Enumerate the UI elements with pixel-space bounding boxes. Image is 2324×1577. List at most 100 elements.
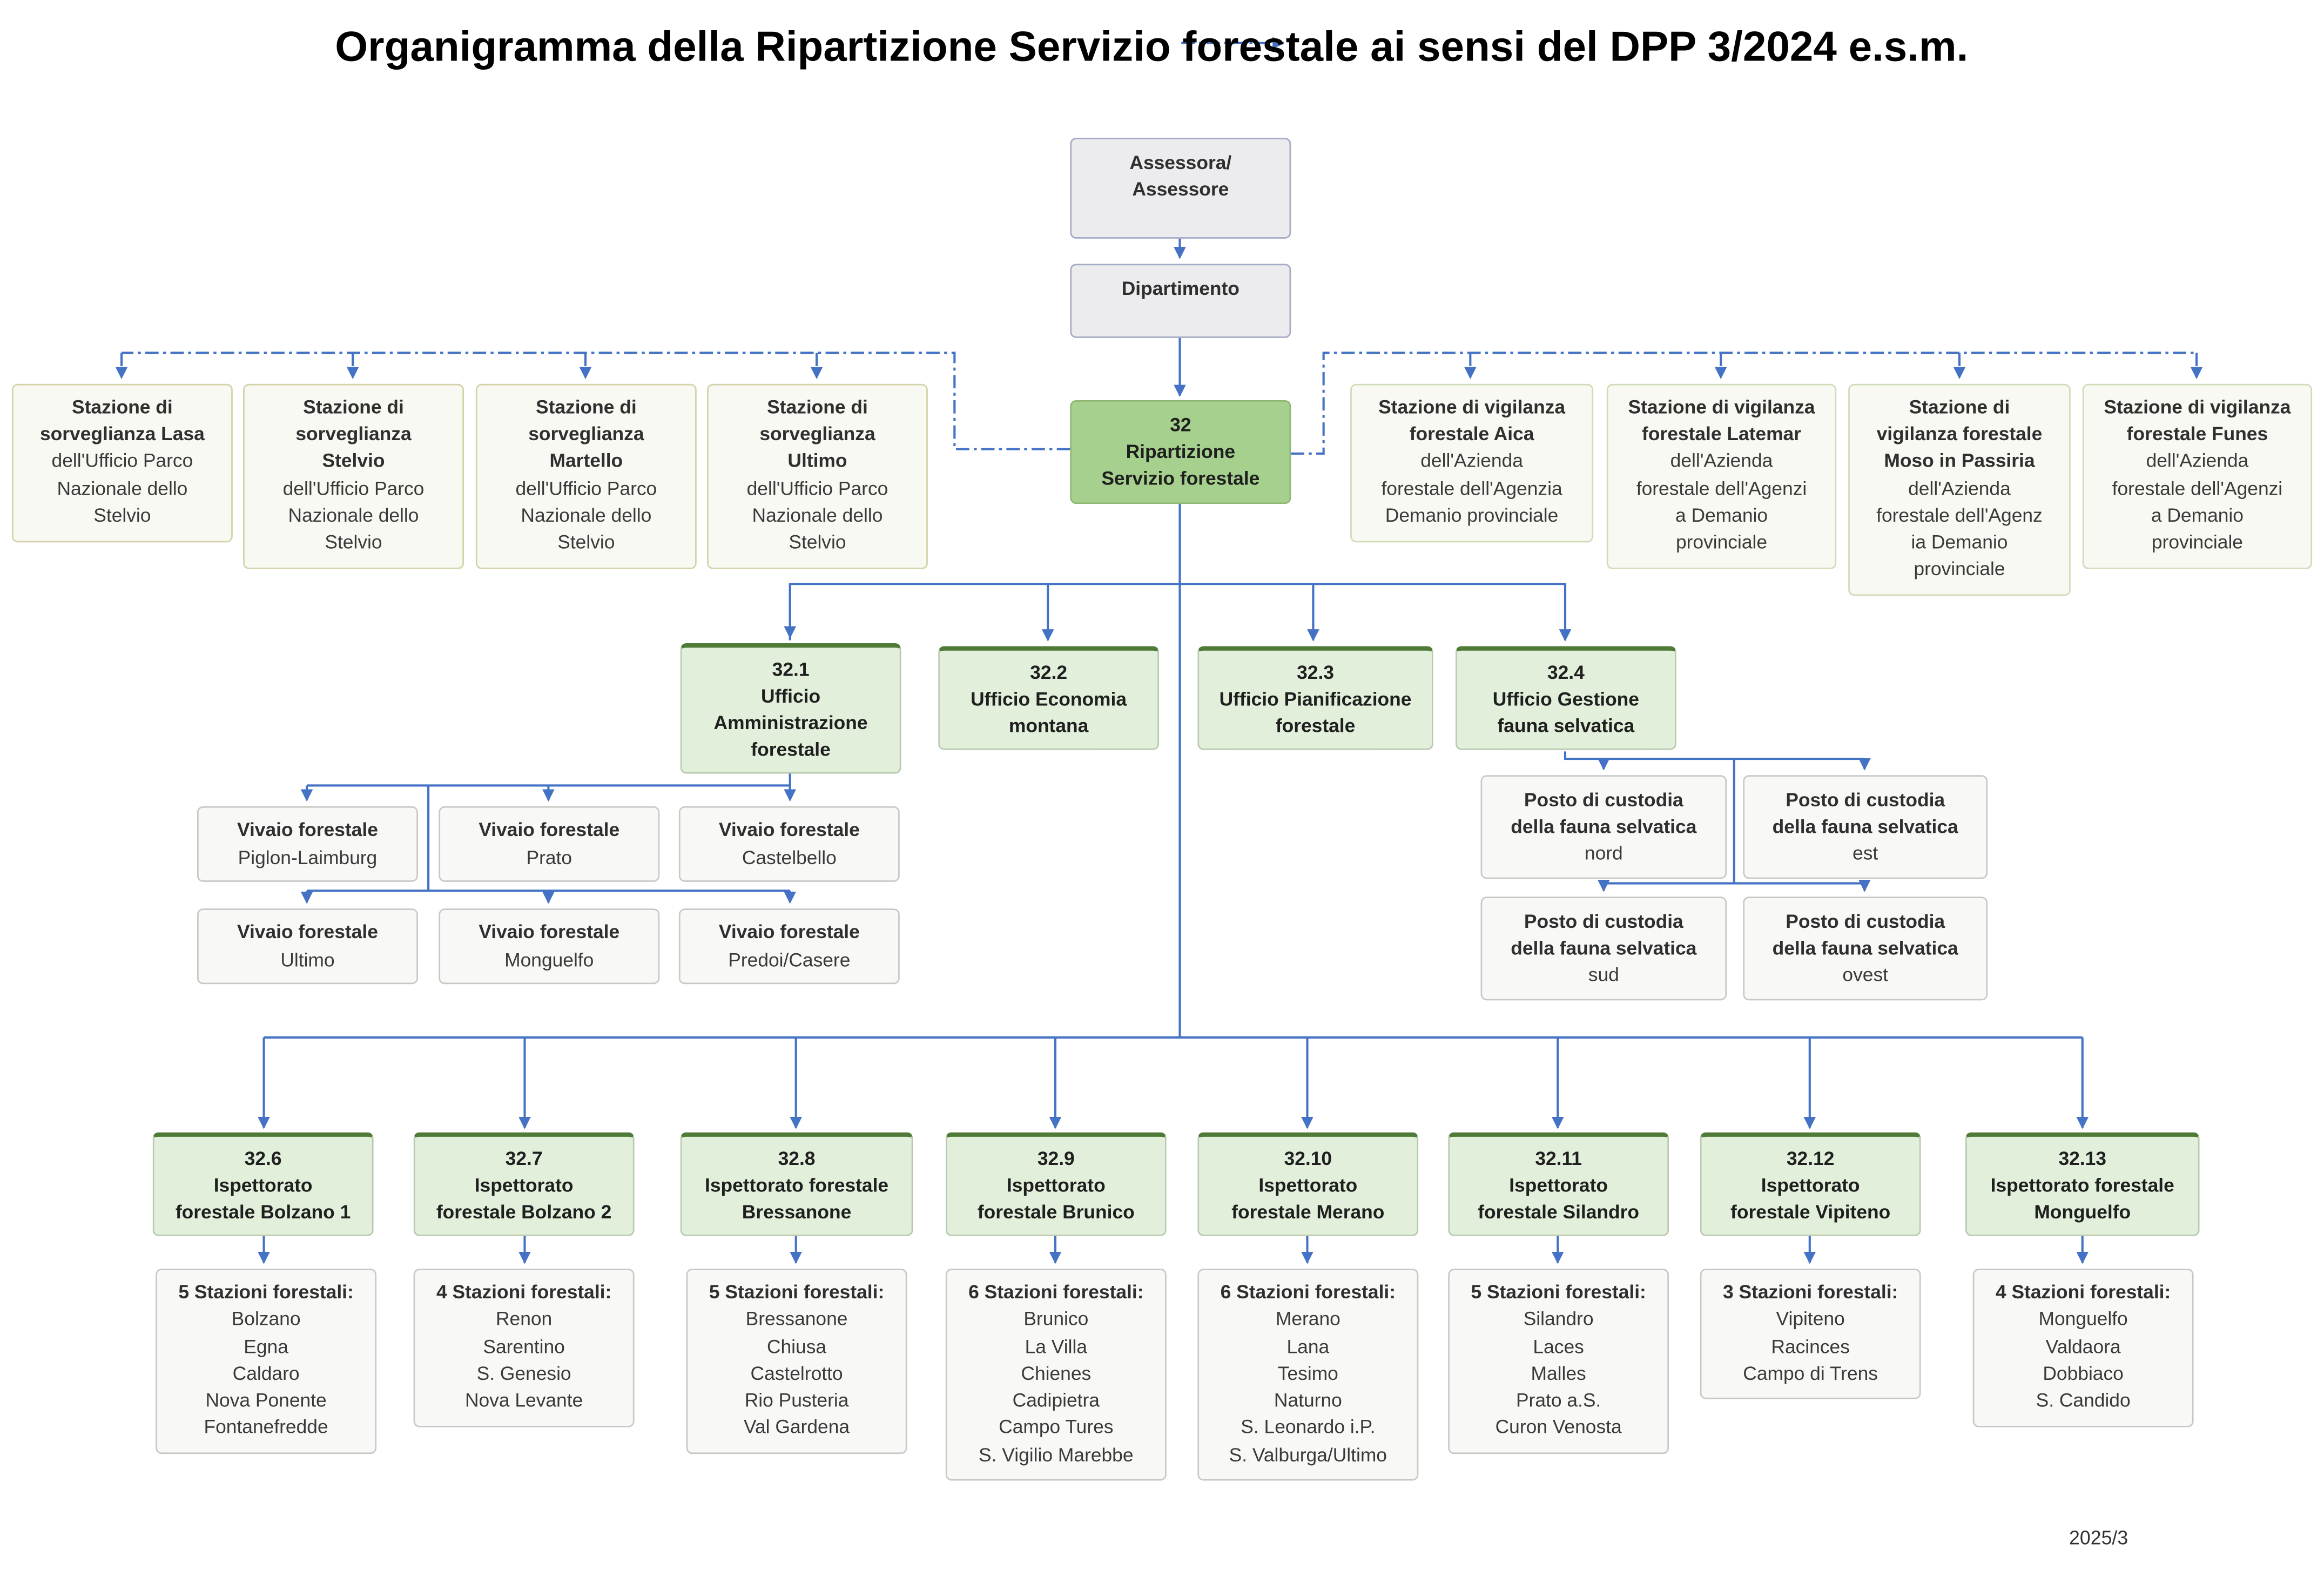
station-text: a Demanio — [1675, 503, 1768, 526]
nursery-place: Piglon-Laimburg — [238, 845, 378, 868]
stations-list-silandro: 5 Stazioni forestali: Silandro Laces Mal… — [1448, 1269, 1669, 1454]
station-text: ia Demanio — [1911, 530, 2008, 553]
station-name: Chienes — [1021, 1362, 1092, 1384]
station-name: La Villa — [1025, 1335, 1087, 1357]
station-text: dell'Ufficio Parco — [282, 476, 425, 499]
nursery-place: Predoi/Casere — [728, 947, 851, 971]
station-text: dell'Ufficio Parco — [51, 449, 193, 472]
nursery-label: Vivaio forestale — [237, 818, 378, 841]
nursery-prato: Vivaio forestale Prato — [439, 806, 660, 882]
office-line: Amministrazione — [713, 711, 868, 734]
station-name: Val Gardena — [744, 1416, 850, 1439]
nursery-label: Vivaio forestale — [718, 921, 860, 943]
inspectorate-32-8: 32.8 Ispettorato forestale Bressanone — [680, 1132, 913, 1236]
station-name: S. Genesio — [476, 1362, 571, 1384]
inspectorate-32-7: 32.7 Ispettorato forestale Bolzano 2 — [413, 1132, 635, 1236]
inspectorate-32-11: 32.11 Ispettorato forestale Silandro — [1448, 1132, 1669, 1236]
inspectorate-32-13: 32.13 Ispettorato forestale Monguelfo — [1965, 1132, 2200, 1236]
inspectorate-station-connectors — [258, 1236, 2089, 1264]
post-label: Posto di custodia — [1524, 909, 1683, 932]
station-name: Campo di Trens — [1743, 1362, 1878, 1384]
post-label: Posto di custodia — [1786, 909, 1945, 932]
dashed-connector-agency-stations — [1291, 352, 2203, 455]
station-text: provinciale — [2151, 530, 2243, 553]
nursery-place: Ultimo — [280, 947, 335, 971]
stations-list-monguelfo: 4 Stazioni forestali: Monguelfo Valdaora… — [1972, 1269, 2194, 1427]
station-text: Stelvio — [557, 530, 615, 553]
assessore-box: Assessora/ Assessore — [1070, 138, 1291, 239]
inspectorate-line: Monguelfo — [2034, 1201, 2131, 1223]
station-title: forestale Latemar — [1642, 422, 1801, 445]
post-label: della fauna selvatica — [1772, 936, 1958, 959]
office-bus — [789, 583, 1567, 641]
office-32-4: 32.4 Ufficio Gestione fauna selvatica — [1455, 646, 1676, 750]
inspectorate-code: 32.7 — [505, 1147, 543, 1169]
post-place: est — [1853, 842, 1878, 865]
stations-list-bolzano-2: 4 Stazioni forestali: Renon Sarentino S.… — [413, 1269, 635, 1427]
inspectorate-code: 32.6 — [244, 1147, 282, 1169]
inspectorate-line: Ispettorato forestale — [1990, 1174, 2174, 1196]
nursery-place: Prato — [526, 845, 572, 868]
assessore-line-2: Assessore — [1132, 178, 1229, 201]
dipartimento-box: Dipartimento — [1070, 264, 1291, 338]
stations-count: 4 Stazioni forestali: — [1995, 1281, 2171, 1303]
station-title: Martello — [549, 449, 623, 472]
stations-count: 5 Stazioni forestali: — [709, 1281, 885, 1303]
station-title: sorveglianza Lasa — [40, 422, 205, 445]
station-text: dell'Azienda — [1420, 449, 1523, 472]
ripartizione-line-1: Ripartizione — [1126, 440, 1236, 462]
inspectorate-32-6: 32.6 Ispettorato forestale Bolzano 1 — [152, 1132, 374, 1236]
office-line: forestale — [751, 738, 831, 761]
post-place: sud — [1588, 963, 1619, 986]
station-name: S. Candido — [2036, 1389, 2131, 1412]
nursery-connectors — [300, 773, 797, 904]
office-line: Ufficio Economia — [971, 688, 1127, 710]
station-name: Nova Levante — [464, 1389, 583, 1412]
inspectorate-code: 32.9 — [1037, 1147, 1075, 1169]
ripartizione-code: 32 — [1170, 413, 1191, 435]
station-text: dell'Ufficio Parco — [515, 476, 657, 499]
wildlife-post-connectors — [1564, 751, 1871, 892]
station-name: Egna — [244, 1335, 288, 1357]
station-text: Nazionale dello — [57, 476, 188, 499]
inspectorate-code: 32.10 — [1284, 1147, 1332, 1169]
inspectorate-code: 32.8 — [778, 1147, 816, 1169]
wildlife-post-nord: Posto di custodia della fauna selvatica … — [1480, 775, 1727, 879]
inspectorate-code: 32.12 — [1786, 1147, 1835, 1169]
station-text: forestale dell'Agenzia — [1381, 476, 1562, 499]
office-32-1: 32.1 Ufficio Amministrazione forestale — [680, 643, 901, 774]
nursery-label: Vivaio forestale — [237, 921, 378, 943]
inspectorate-line: Ispettorato — [1006, 1174, 1106, 1196]
station-name: Naturno — [1274, 1389, 1342, 1412]
office-32-2: 32.2 Ufficio Economia montana — [938, 646, 1160, 750]
park-station-ultimo: Stazione di sorveglianza Ultimo dell'Uff… — [707, 383, 928, 569]
post-label: Posto di custodia — [1524, 788, 1683, 811]
wildlife-post-ovest: Posto di custodia della fauna selvatica … — [1743, 897, 1988, 1001]
station-text: forestale dell'Agenzi — [1636, 476, 1807, 499]
stations-list-bressanone: 5 Stazioni forestali: Bressanone Chiusa … — [686, 1269, 907, 1454]
inspectorate-line: forestale Bolzano 1 — [175, 1201, 351, 1223]
office-32-3: 32.3 Ufficio Pianificazione forestale — [1197, 646, 1433, 750]
station-name: Sarentino — [483, 1335, 565, 1357]
station-text: a Demanio — [2151, 503, 2244, 526]
station-title: Stazione di — [72, 395, 173, 418]
stations-count: 6 Stazioni forestali: — [1220, 1281, 1396, 1303]
park-station-martello: Stazione di sorveglianza Martello dell'U… — [475, 383, 697, 569]
station-name: Caldaro — [232, 1362, 300, 1384]
office-line: Ufficio — [761, 684, 821, 707]
inspectorate-32-12: 32.12 Ispettorato forestale Vipiteno — [1700, 1132, 1921, 1236]
station-title: Stazione di vigilanza — [1628, 395, 1815, 418]
stations-count: 5 Stazioni forestali: — [1471, 1281, 1646, 1303]
inspectorate-line: forestale Silandro — [1478, 1201, 1640, 1223]
agency-station-aica: Stazione di vigilanza forestale Aica del… — [1350, 383, 1594, 543]
inspectorate-line: Bressanone — [742, 1201, 852, 1223]
nursery-label: Vivaio forestale — [479, 921, 620, 943]
station-name: Castelrotto — [750, 1362, 843, 1384]
nursery-monguelfo: Vivaio forestale Monguelfo — [439, 908, 660, 985]
assessore-line-1: Assessora/ — [1129, 151, 1232, 174]
station-title: forestale Aica — [1409, 422, 1534, 445]
office-code: 32.2 — [1030, 661, 1068, 683]
station-title: sorveglianza — [528, 422, 644, 445]
